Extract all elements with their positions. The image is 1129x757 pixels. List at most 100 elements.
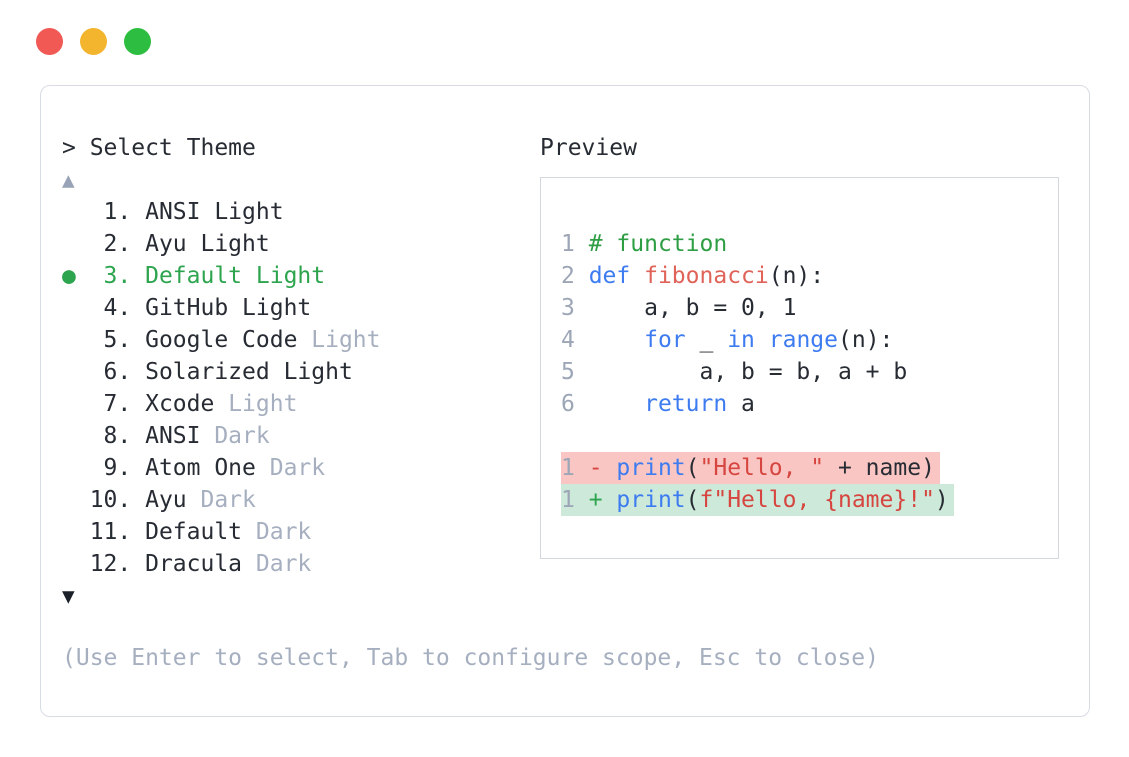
code-line: 5 a, b = b, a + b [561,356,1058,388]
code-segment: _ [685,327,728,353]
theme-list-item[interactable]: 9. Atom One Dark [62,452,540,484]
theme-number: 3. [89,263,146,289]
theme-name: Solarized Light [145,359,353,385]
code-segment: + name) [824,455,935,481]
theme-list-item[interactable]: 11. Default Dark [62,516,540,548]
code-line: 3 a, b = 0, 1 [561,292,1058,324]
selected-bullet-icon [62,519,90,545]
theme-name-muted: Light [214,391,298,417]
code-segment: range [768,327,838,353]
code-segment: a [727,391,755,417]
code-segment: def [588,263,631,289]
theme-list-item[interactable]: 4. GitHub Light [62,292,540,324]
code-segment: a, b = b, a + b [588,359,908,385]
theme-list-item[interactable]: 10. Ayu Dark [62,484,540,516]
code-segment [589,391,644,417]
theme-name: Default [145,519,243,545]
code-segment [755,327,769,353]
maximize-button-icon[interactable] [124,28,151,55]
code-line: 1 - print("Hello, " + name) [561,452,1058,484]
selected-bullet-icon [62,327,90,353]
code-line-content: 1 # function [561,231,727,257]
line-number: 3 [561,295,589,321]
code-line-content: 2 def fibonacci(n): [561,263,824,289]
selected-bullet-icon: ● [62,263,90,289]
theme-number: 6. [89,359,146,385]
line-number: 1 [561,231,589,257]
theme-number: 1. [89,199,146,225]
selected-bullet-icon [62,231,90,257]
theme-number: 12. [89,551,146,577]
selected-bullet-icon [62,487,90,513]
code-segment: return [644,391,728,417]
code-segment: ) [934,487,949,513]
prompt: > Select Theme [62,135,256,161]
theme-list-pane: > Select Theme ▲ 1. ANSI Light 2. Ayu Li… [62,132,540,612]
code-segment: + [588,487,617,513]
preview-title: Preview [540,135,637,161]
code-line: 6 return a [561,388,1058,420]
code-segment: ( [685,487,700,513]
theme-name: ANSI Light [145,199,284,225]
close-button-icon[interactable] [36,28,63,55]
theme-list-item[interactable]: ● 3. Default Light [62,260,540,292]
code-segment [630,263,644,289]
theme-selector-dialog: > Select Theme ▲ 1. ANSI Light 2. Ayu Li… [40,85,1090,717]
theme-name-muted: Dark [242,519,312,545]
code-segment: for [644,327,686,353]
diff-del-line: 1 - print("Hello, " + name) [561,452,940,484]
theme-name: GitHub Light [145,295,312,321]
theme-number: 7. [89,391,146,417]
window-controls [36,28,151,55]
code-segment: a, b = 0, 1 [588,295,797,321]
theme-number: 9. [89,455,146,481]
theme-list: 1. ANSI Light 2. Ayu Light● 3. Default L… [62,196,540,580]
scroll-up-icon[interactable]: ▲ [62,168,75,192]
theme-name: Xcode [145,391,215,417]
theme-name: Google Code [145,327,298,353]
code-segment [589,327,644,353]
code-line-content: 4 for _ in range(n): [561,327,893,353]
theme-number: 10. [89,487,146,513]
code-line-content: 6 return a [561,391,755,417]
theme-list-item[interactable]: 6. Solarized Light [62,356,540,388]
theme-list-item[interactable]: 7. Xcode Light [62,388,540,420]
minimize-button-icon[interactable] [80,28,107,55]
selected-bullet-icon [62,359,90,385]
theme-list-item[interactable]: 5. Google Code Light [62,324,540,356]
code-line-content: 5 a, b = b, a + b [561,359,907,385]
selected-bullet-icon [62,199,90,225]
theme-name: Ayu [145,487,187,513]
theme-list-item[interactable]: 12. Dracula Dark [62,548,540,580]
code-segment: - [588,455,617,481]
dialog-columns: > Select Theme ▲ 1. ANSI Light 2. Ayu Li… [62,132,1089,612]
code-line [561,420,1058,452]
help-text: (Use Enter to select, Tab to configure s… [62,645,879,671]
code-segment: "Hello, " [699,455,825,481]
code-segment: in [727,327,755,353]
selected-bullet-icon [62,391,90,417]
theme-number: 11. [89,519,146,545]
theme-name-muted: Dark [255,455,326,481]
theme-list-item[interactable]: 2. Ayu Light [62,228,540,260]
code-segment: ( [685,455,700,481]
line-number: 1 [561,455,589,481]
line-number: 5 [561,359,589,385]
theme-name: ANSI [145,423,201,449]
code-segment: print [616,455,686,481]
theme-number: 5. [89,327,146,353]
preview-code-box: 1 # function 2 def fibonacci(n): 3 a, b = … [540,177,1059,559]
code-segment: (n): [768,263,825,289]
theme-number: 8. [89,423,146,449]
code-sample: 1 # function 2 def fibonacci(n): 3 a, b = … [561,228,1058,516]
scroll-down-icon[interactable]: ▼ [62,584,75,608]
preview-pane: Preview 1 # function 2 def fibonacci(n): 3… [540,132,1059,559]
theme-name-muted: Dark [242,551,312,577]
theme-name-muted: Dark [186,487,256,513]
theme-name: Ayu Light [145,231,270,257]
theme-list-item[interactable]: 8. ANSI Dark [62,420,540,452]
code-line: 1 # function [561,228,1058,260]
theme-list-item[interactable]: 1. ANSI Light [62,196,540,228]
code-line: 4 for _ in range(n): [561,324,1058,356]
